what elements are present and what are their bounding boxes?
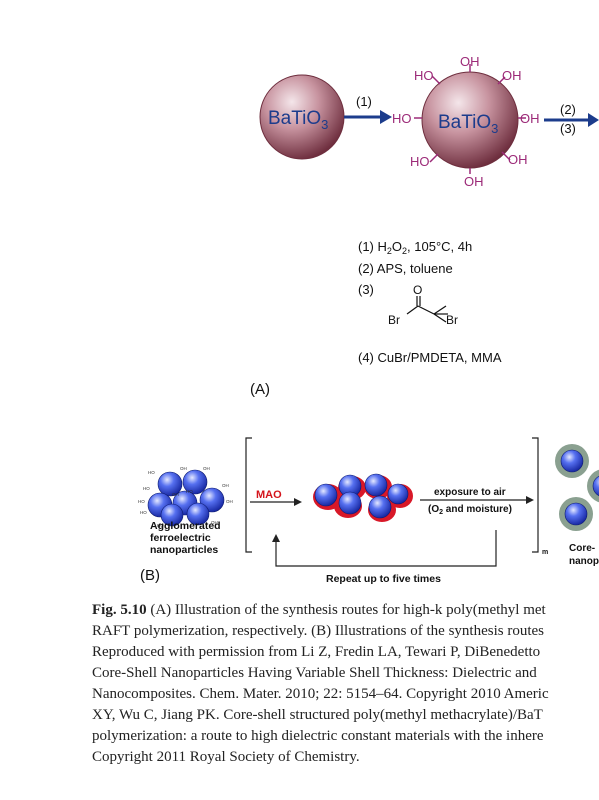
- svg-text:HO: HO: [140, 510, 147, 515]
- chemical-structure: [406, 296, 448, 323]
- particle-right-label: BaTiO3: [438, 112, 498, 136]
- condition-step-1: (1) H2O2, 105°C, 4h: [358, 239, 472, 256]
- svg-text:OH: OH: [464, 174, 484, 189]
- bracket-left: [245, 437, 252, 553]
- bracket-right: [532, 437, 539, 553]
- hydroxyl-bonds: [414, 64, 526, 174]
- agglomerate-caption-1: Agglomerated: [150, 520, 221, 532]
- structure-br-right: Br: [446, 313, 458, 327]
- coated-particles: [313, 473, 413, 522]
- svg-text:HO: HO: [392, 111, 412, 126]
- svg-text:HO: HO: [410, 154, 430, 169]
- figure-panel-b: HO OH OH HO OH HO OH HO HO OH HO OH Aggl…: [138, 437, 599, 585]
- structure-oxygen: O: [413, 283, 422, 297]
- svg-text:HO: HO: [157, 523, 164, 528]
- agglomerate-caption-3: nanoparticles: [150, 544, 218, 556]
- core-shell-particles: [555, 444, 599, 531]
- exposure-label: exposure to air: [434, 487, 506, 498]
- figure-panel-a: BaTiO3 (1) BaTiO3 HO OH OH HO OH HO OH O…: [250, 54, 599, 398]
- svg-text:OH: OH: [211, 520, 218, 525]
- svg-text:OH: OH: [180, 466, 187, 471]
- structure-br-left: Br: [388, 313, 400, 327]
- svg-text:HO: HO: [414, 68, 434, 83]
- caption-line-1: Fig. 5.10 (A) Illustration of the synthe…: [92, 602, 546, 618]
- caption-line-6: XY, Wu C, Jiang PK. Core-shell structure…: [92, 707, 543, 723]
- mao-arrowhead: [294, 498, 302, 506]
- caption-line-5: Nanocomposites. Chem. Mater. 2010; 22: 5…: [92, 686, 549, 702]
- agglomerated-particles: [147, 469, 225, 527]
- caption-line-7: polymerization: a route to high dielectr…: [92, 728, 544, 744]
- svg-text:OH: OH: [203, 466, 210, 471]
- exposure-arrowhead: [526, 496, 534, 504]
- panel-a-label: (A): [250, 381, 270, 398]
- caption-line-3: Reproduced with permission from Li Z, Fr…: [92, 644, 541, 660]
- mao-label: MAO: [256, 489, 282, 501]
- repeat-loop-arrowhead: [272, 534, 280, 542]
- condition-step-3: (3): [358, 282, 374, 297]
- hydroxyl-groups: HO OH OH HO OH HO OH OH: [392, 54, 540, 189]
- repeat-label: Repeat up to five times: [326, 573, 441, 585]
- svg-text:OH: OH: [226, 499, 233, 504]
- condition-step-4: (4) CuBr/PMDETA, MMA: [358, 350, 502, 365]
- caption-figure-label: Fig. 5.10: [92, 602, 147, 618]
- agglomerate-oh-labels: HO OH OH HO OH HO OH HO HO OH HO OH: [138, 466, 233, 528]
- svg-text:HO: HO: [186, 489, 193, 494]
- arrowhead-1: [380, 110, 392, 124]
- svg-text:OH: OH: [502, 68, 522, 83]
- step-2-label: (2): [560, 102, 576, 117]
- svg-text:OH: OH: [520, 111, 540, 126]
- svg-text:OH: OH: [172, 492, 179, 497]
- agglomerate-caption-2: ferroelectric: [150, 532, 211, 544]
- condition-step-2: (2) APS, toluene: [358, 261, 453, 276]
- svg-text:HO: HO: [138, 499, 145, 504]
- panel-b-label: (B): [140, 567, 160, 584]
- caption-line-8: Copyright 2011 Royal Society of Chemistr…: [92, 749, 360, 765]
- caption-line-4: Core-Shell Nanoparticles Having Variable…: [92, 665, 537, 681]
- repeat-loop-line: [275, 530, 497, 567]
- exposure-sub-label: (O2 and moisture): [428, 504, 512, 516]
- caption-line-2: RAFT polymerization, respectively. (B) I…: [92, 623, 545, 639]
- svg-text:HO: HO: [143, 486, 150, 491]
- figure-caption: Fig. 5.10 (A) Illustration of the synthe…: [92, 600, 599, 768]
- svg-text:HO: HO: [148, 470, 155, 475]
- particle-left-label: BaTiO3: [268, 108, 328, 132]
- step-1-label: (1): [356, 94, 372, 109]
- product-caption-2: nanop: [569, 556, 599, 567]
- step-3-label: (3): [560, 121, 576, 136]
- svg-text:OH: OH: [460, 54, 480, 69]
- svg-text:OH: OH: [508, 152, 528, 167]
- svg-text:OH: OH: [222, 483, 229, 488]
- arrowhead-2: [588, 113, 599, 127]
- product-caption-1: Core-: [569, 543, 595, 554]
- bracket-subscript: m: [542, 549, 548, 556]
